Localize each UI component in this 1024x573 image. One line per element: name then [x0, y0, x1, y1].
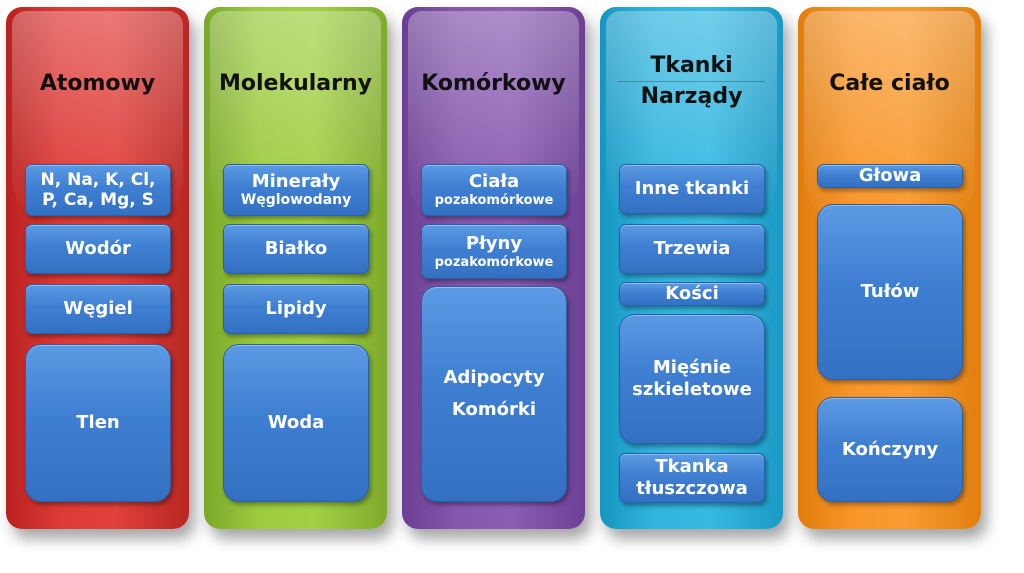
box-mineraly: Minerały Węglowodany [223, 164, 369, 216]
column-atomowy: Atomowy N, Na, K, Cl, P, Ca, Mg, S Wodór… [6, 7, 189, 529]
box-kosci: Kości [619, 282, 765, 306]
box-wodor: Wodór [25, 224, 171, 274]
box-konczyny: Kończyny [817, 397, 963, 502]
box-wegiel: Węgiel [25, 284, 171, 334]
box-tlen: Tlen [25, 344, 171, 502]
box-woda: Woda [223, 344, 369, 502]
box-ciala-pozakomorkowe: Ciała pozakomórkowe [421, 164, 567, 216]
box-glowa: Głowa [817, 164, 963, 188]
box-tulow: Tułów [817, 204, 963, 380]
box-trzewia: Trzewia [619, 224, 765, 274]
column-tkanki-narzady: Tkanki Narządy Inne tkanki Trzewia Kości… [600, 7, 783, 529]
box-miesnie-szkieletowe: Mięśnie szkieletowe [619, 314, 765, 444]
column-komorkowy: Komórkowy Ciała pozakomórkowe Płyny poza… [402, 7, 585, 529]
title-divider [618, 81, 765, 82]
box-plyny-pozakomorkowe: Płyny pozakomórkowe [421, 224, 567, 279]
column-title: Komórkowy [421, 71, 566, 96]
column-molekularny: Molekularny Minerały Węglowodany Białko … [204, 7, 387, 529]
column-title: Całe ciało [829, 71, 950, 96]
column-title: Molekularny [218, 71, 372, 96]
column-cale-cialo: Całe ciało Głowa Tułów Kończyny [798, 7, 981, 529]
box-elements: N, Na, K, Cl, P, Ca, Mg, S [25, 164, 171, 216]
box-lipidy: Lipidy [223, 284, 369, 334]
box-komorki: Adipocyty Komórki [421, 286, 567, 502]
box-inne-tkanki: Inne tkanki [619, 164, 765, 214]
column-title: Tkanki Narządy [600, 51, 783, 112]
box-tkanka-tluszczowa: Tkanka tłuszczowa [619, 453, 765, 503]
column-title: Atomowy [39, 71, 156, 96]
box-bialko: Białko [223, 224, 369, 274]
